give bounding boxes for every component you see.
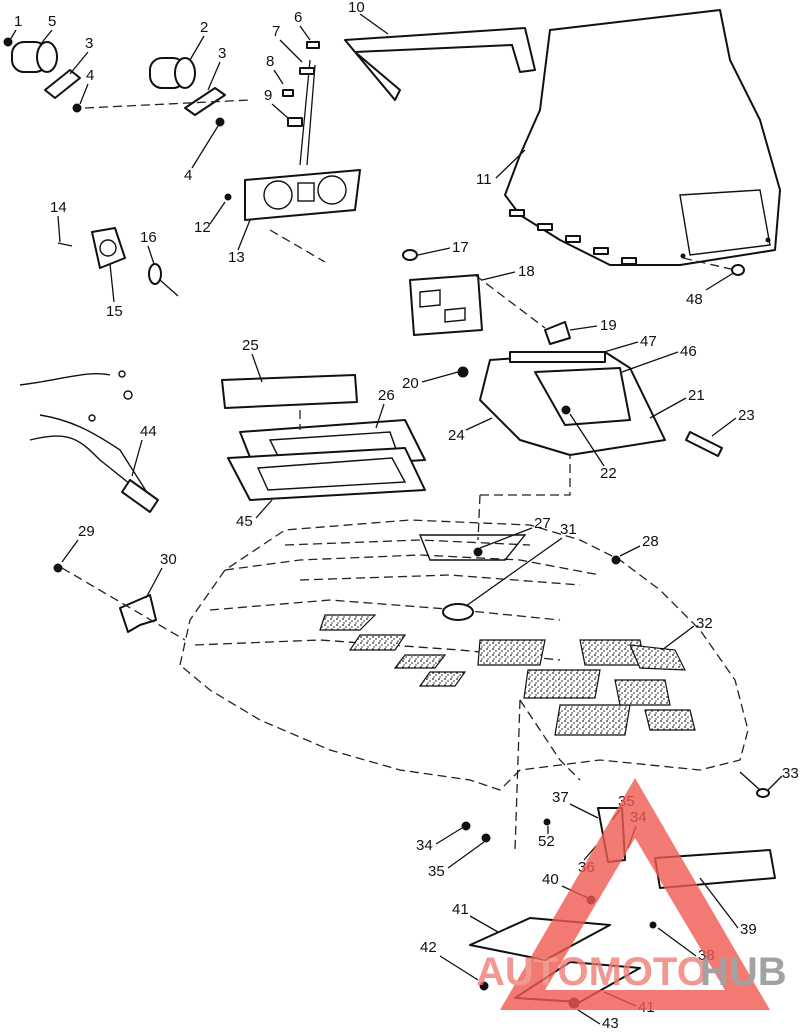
watermark-text-secondary: HUB (700, 950, 787, 994)
callout-30: 30 (160, 551, 177, 568)
callout-4b: 4 (184, 167, 192, 184)
callout-16: 16 (140, 229, 157, 246)
callout-6: 6 (294, 9, 302, 26)
callout-23: 23 (738, 407, 755, 424)
wiring-harness (19, 370, 159, 513)
callout-35a: 35 (428, 863, 445, 880)
callout-32: 32 (696, 615, 713, 632)
windshield (504, 9, 781, 266)
callout-13: 13 (228, 249, 245, 266)
callout-19: 19 (600, 317, 617, 334)
callout-18: 18 (518, 263, 535, 280)
callout-43: 43 (602, 1015, 619, 1032)
callout-47: 47 (640, 333, 657, 350)
callout-44: 44 (140, 423, 157, 440)
callout-42: 42 (420, 939, 437, 956)
hood (179, 519, 749, 851)
callout-22: 22 (600, 465, 617, 482)
callout-5: 5 (48, 13, 56, 30)
callout-9: 9 (264, 87, 272, 104)
callout-48: 48 (686, 291, 703, 308)
callout-14: 14 (50, 199, 67, 216)
callout-11: 11 (476, 171, 492, 188)
guide-lines (61, 99, 736, 641)
bracket-30 (119, 594, 157, 633)
callout-17: 17 (452, 239, 469, 256)
callout-52: 52 (538, 833, 555, 850)
callout-8: 8 (266, 53, 274, 70)
callout-28: 28 (642, 533, 659, 550)
watermark-triangle (500, 778, 770, 1010)
callout-10: 10 (348, 0, 365, 16)
callout-25: 25 (242, 337, 259, 354)
screw-28 (611, 555, 621, 565)
callout-29: 29 (78, 523, 95, 540)
headlight-housing (457, 351, 723, 457)
callout-24: 24 (448, 427, 465, 444)
pads (221, 374, 426, 501)
callout-2: 2 (200, 19, 208, 36)
callout-41a: 41 (452, 901, 469, 918)
callout-26: 26 (378, 387, 395, 404)
callout-12: 12 (194, 219, 211, 236)
callout-3b: 3 (218, 45, 226, 62)
callout-45: 45 (236, 513, 253, 530)
callout-34a: 34 (416, 837, 433, 854)
callout-31: 31 (560, 521, 577, 538)
gauge-left (11, 41, 82, 113)
callout-33: 33 (782, 765, 799, 782)
ignition-switch (91, 227, 179, 297)
callout-40: 40 (542, 871, 559, 888)
pin-14 (57, 242, 73, 247)
callout-3a: 3 (85, 35, 93, 52)
callout-21: 21 (688, 387, 705, 404)
callout-27: 27 (534, 515, 551, 532)
callout-15: 15 (106, 303, 123, 320)
callout-20: 20 (402, 375, 419, 392)
watermark-text-main: AUTOMOTO (476, 950, 708, 994)
screw-12 (224, 193, 232, 201)
callout-37: 37 (552, 789, 569, 806)
instrument-panel (244, 41, 361, 221)
gauge-right (149, 57, 226, 127)
callout-1: 1 (14, 13, 22, 30)
callout-46: 46 (680, 343, 697, 360)
clip-29 (53, 563, 63, 573)
watermark: AUTOMOTO HUB (476, 778, 787, 1010)
callout-4a: 4 (86, 67, 94, 84)
headlight (402, 249, 571, 345)
windshield-strap (344, 27, 536, 101)
callout-7: 7 (272, 23, 280, 40)
callout-39: 39 (740, 921, 757, 938)
